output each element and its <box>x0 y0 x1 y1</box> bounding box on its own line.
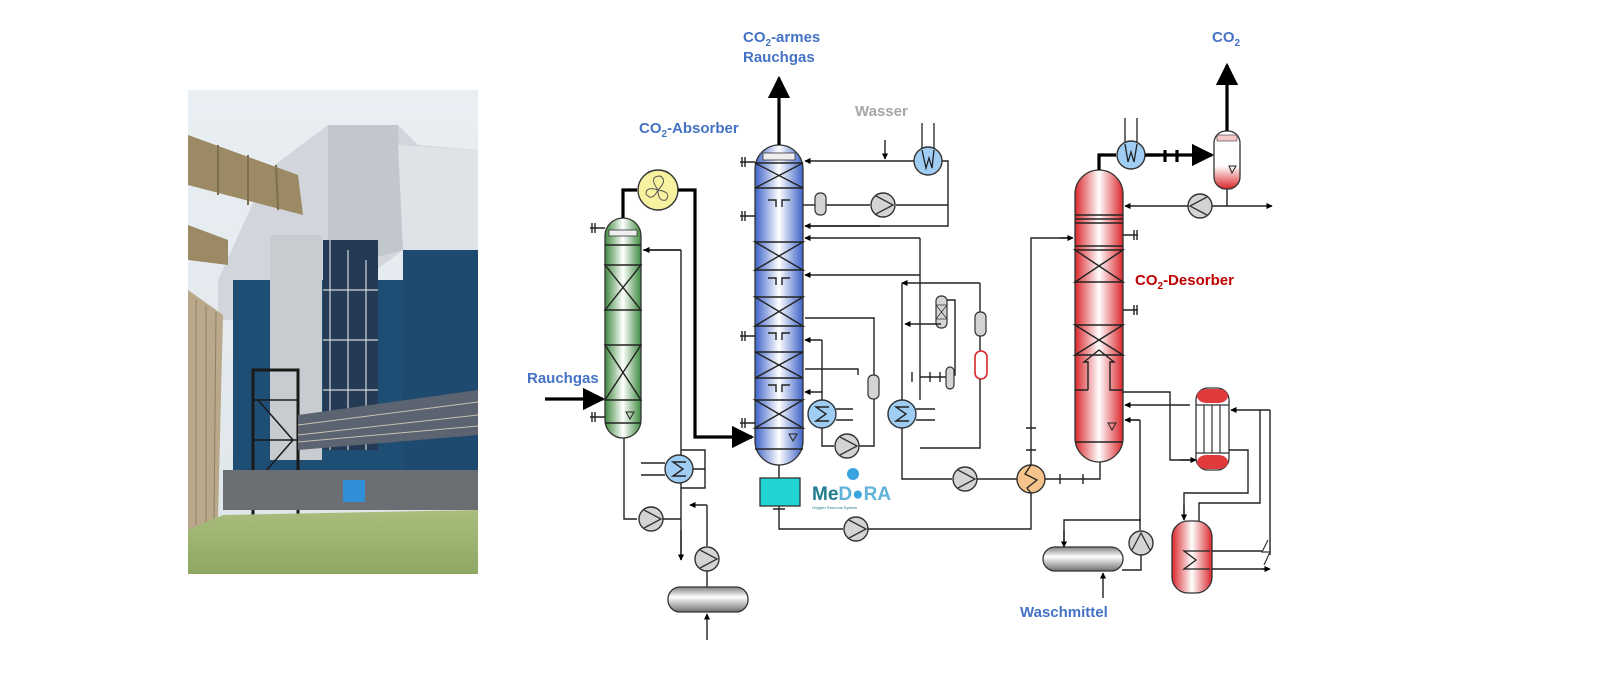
prescrubber-column <box>590 217 643 439</box>
label-rauchgas-out: Rauchgas <box>743 49 815 66</box>
prescrubber-loop <box>623 246 749 640</box>
absorber-intercooling <box>804 234 1017 492</box>
svg-text:MeD●RA: MeD●RA <box>812 484 891 505</box>
label-co2-product: CO2 <box>1212 29 1241 49</box>
label-co2-desorber: CO2-Desorber <box>1135 272 1234 292</box>
desorber-condenser <box>1097 62 1273 219</box>
label-rauchgas-in: Rauchgas <box>527 370 599 387</box>
desorber-reboiler <box>1123 387 1271 594</box>
medora-unit <box>759 465 1032 542</box>
absorber-column <box>740 75 806 466</box>
plant-photo-illustration <box>188 90 478 574</box>
plant-photo <box>188 90 478 574</box>
label-waschmittel: Waschmittel <box>1020 604 1108 621</box>
blower <box>621 169 755 449</box>
label-co2-armes-rauchgas: CO2-armes <box>743 29 820 49</box>
label-co2-absorber: CO2-Absorber <box>639 120 739 140</box>
lean-rich-heat-exchanger <box>1016 234 1101 494</box>
desorber-column <box>1072 169 1138 463</box>
waschmittel-tank <box>1042 416 1154 598</box>
svg-text:Oxygen Removal System: Oxygen Removal System <box>812 505 858 510</box>
label-wasser: Wasser <box>855 103 908 120</box>
medora-logo: MeD●RA Oxygen Removal System <box>812 468 891 510</box>
water-wash-loop <box>803 123 949 230</box>
